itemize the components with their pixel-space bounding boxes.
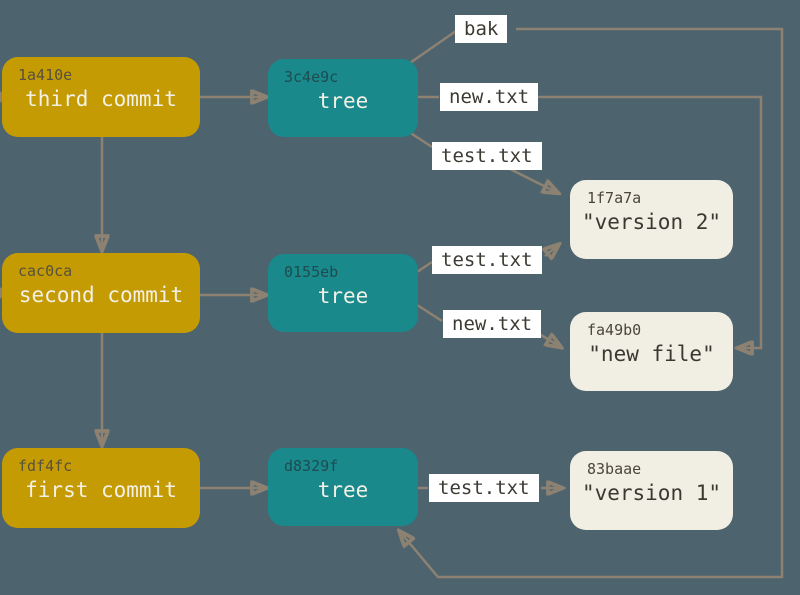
commit-node-third: 1a410e third commit xyxy=(2,57,200,137)
commit-hash: cac0ca xyxy=(18,262,73,280)
edge-0155eb-new-lead xyxy=(413,301,443,323)
edge-label-new-txt-mid: new.txt xyxy=(443,310,542,338)
commit-hash: 1a410e xyxy=(18,66,73,84)
tree-label: tree xyxy=(317,478,369,502)
commit-label: third commit xyxy=(25,87,177,111)
blob-node-83baae: 83baae "version 1" xyxy=(570,451,733,530)
commit-node-first: fdf4fc first commit xyxy=(2,448,200,528)
edge-label-test-txt-mid: test.txt xyxy=(432,246,542,274)
commit-label: first commit xyxy=(25,478,177,502)
edge-3c4e9c-new-route xyxy=(531,95,763,348)
edge-label-test-txt-top: test.txt xyxy=(432,142,542,170)
blob-node-1f7a7a: 1f7a7a "version 2" xyxy=(570,180,733,259)
edge-bak-route xyxy=(401,27,784,579)
tree-node-0155eb: 0155eb tree xyxy=(268,254,418,332)
tree-hash: 0155eb xyxy=(284,263,339,281)
tree-label: tree xyxy=(317,89,369,113)
blob-hash: fa49b0 xyxy=(587,321,642,339)
edge-label-test-txt-bottom: test.txt xyxy=(429,474,539,502)
tree-label: tree xyxy=(317,284,369,308)
commit-node-second: cac0ca second commit xyxy=(2,253,200,333)
edge-bak-lead xyxy=(406,29,457,67)
edge-0155eb-test-route xyxy=(545,246,557,256)
blob-label: "new file" xyxy=(588,342,715,366)
tree-hash: 3c4e9c xyxy=(284,68,339,86)
blob-hash: 1f7a7a xyxy=(587,189,642,207)
blob-label: "version 1" xyxy=(581,481,722,505)
commit-label: second commit xyxy=(18,283,184,307)
edge-label-bak: bak xyxy=(455,15,508,43)
commit-hash: fdf4fc xyxy=(18,457,73,475)
edge-label-new-txt-top: new.txt xyxy=(440,83,539,111)
blob-node-fa49b0: fa49b0 "new file" xyxy=(570,312,733,391)
blob-hash: 83baae xyxy=(587,460,642,478)
tree-node-d8329f: d8329f tree xyxy=(268,448,418,526)
blob-label: "version 2" xyxy=(581,210,722,234)
tree-hash: d8329f xyxy=(284,457,339,475)
edge-3c4e9c-test-route xyxy=(509,167,556,192)
tree-node-3c4e9c: 3c4e9c tree xyxy=(268,59,418,137)
